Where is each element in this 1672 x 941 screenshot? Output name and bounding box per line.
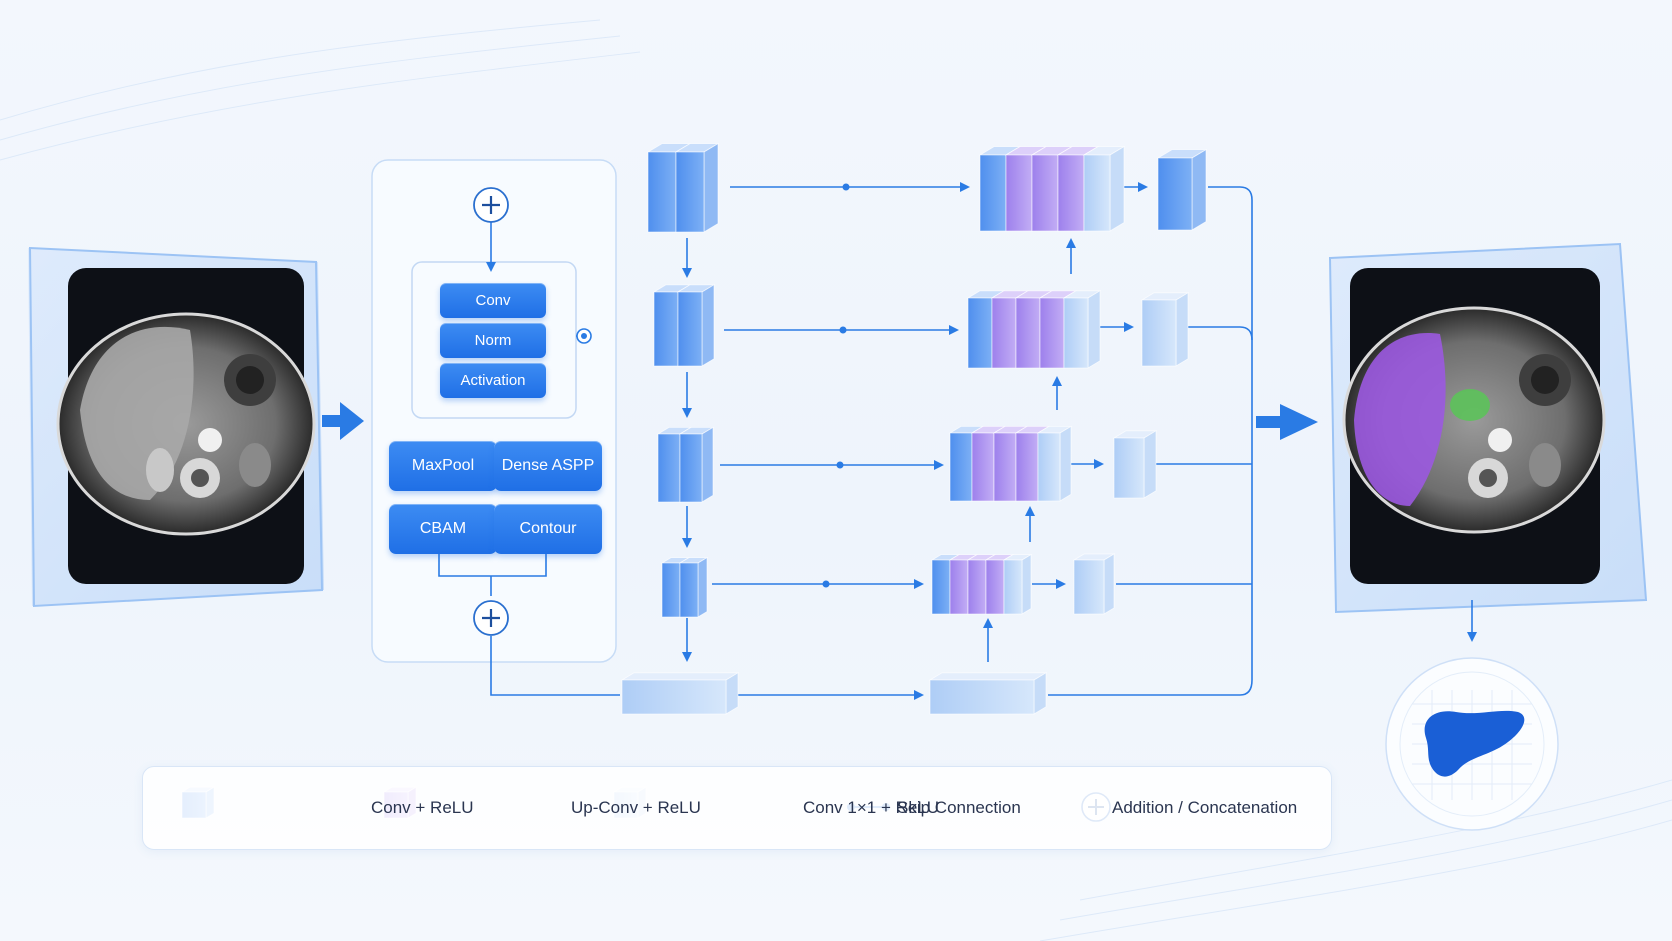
- addition-bottom-icon: [473, 600, 509, 636]
- cbam-button[interactable]: CBAM: [389, 504, 497, 554]
- dense-aspp-button[interactable]: Dense ASPP: [494, 441, 602, 491]
- legend-conv-relu: Conv + ReLU: [357, 767, 474, 849]
- conv1x1-block-4: [1072, 553, 1116, 615]
- decoder-bottom-block: [928, 672, 1048, 715]
- legend-add-concat: Addition / Concatenation: [1112, 767, 1297, 849]
- attention-node-dot: [581, 333, 587, 339]
- legend-upconv-relu: Up-Conv + ReLU: [557, 767, 701, 849]
- output-ct-frame: [1328, 242, 1648, 614]
- connection-lines: [490, 182, 1253, 700]
- skip-connection-dots: [822, 183, 850, 588]
- input-arrow: [322, 402, 364, 440]
- legend-panel: Conv + ReLU Up-Conv + ReLU Conv 1×1 + Re…: [142, 766, 1332, 850]
- network-blocks: [620, 142, 1208, 715]
- segmented-ct-scan-image: [1342, 306, 1606, 534]
- encoder-block-4-1: [678, 556, 709, 618]
- decoder-block-4-4: [1002, 553, 1033, 615]
- decoder-block-1-4: [1082, 145, 1126, 232]
- conv1x1-block-3: [1112, 430, 1158, 499]
- liver-result-badge: [1385, 657, 1559, 831]
- addition-top-icon: [473, 187, 509, 223]
- legend-upconv-relu-label: Up-Conv + ReLU: [571, 798, 701, 817]
- gallbladder-segmentation-overlay: [1450, 389, 1490, 421]
- conv-button[interactable]: Conv: [440, 283, 546, 318]
- conv1x1-block-2: [1140, 292, 1190, 367]
- input-ct-frame: [28, 246, 324, 608]
- encoder-block-1-1: [674, 142, 720, 233]
- norm-button[interactable]: Norm: [440, 323, 546, 358]
- activation-button[interactable]: Activation: [440, 363, 546, 398]
- encoder-block-3-1: [678, 426, 715, 503]
- decoder-block-2-4: [1062, 290, 1102, 369]
- liver-segmentation-overlay: [1354, 333, 1446, 506]
- liver-icon: [1424, 710, 1525, 777]
- legend-skip-connection-label: Skip Connection: [897, 798, 1021, 817]
- decoder-block-3-4: [1036, 425, 1073, 502]
- background-waves: [0, 19, 1672, 941]
- maxpool-button[interactable]: MaxPool: [389, 441, 497, 491]
- legend-conv-relu-label: Conv + ReLU: [371, 798, 474, 817]
- legend-conv1x1-relu-label: Conv 1×1 + ReLU: [803, 798, 940, 817]
- module-panel: [371, 159, 617, 663]
- legend-add-concat-label: Addition / Concatenation: [1112, 798, 1298, 817]
- contour-button[interactable]: Contour: [494, 504, 602, 554]
- ct-scan-image: [56, 312, 316, 536]
- legend-conv1x1-relu: Conv 1×1 + ReLU: [789, 767, 939, 849]
- output-arrow: [1256, 404, 1318, 440]
- encoder-block-2-1: [676, 284, 716, 367]
- legend-skip-connection: Skip Connection: [897, 767, 1021, 849]
- bottleneck-block: [620, 672, 740, 715]
- conv1x1-block-1: [1156, 148, 1208, 231]
